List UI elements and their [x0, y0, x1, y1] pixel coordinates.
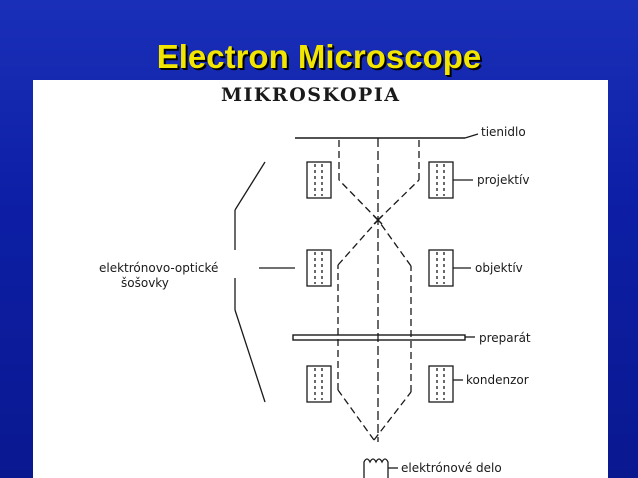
specimen-plate [292, 334, 475, 341]
objective-lens [306, 249, 471, 287]
microscope-diagram: MIKROSKOPIA tienidlo projektív objektív … [99, 84, 531, 478]
projective-lens [306, 161, 473, 199]
label-projective: projektív [477, 173, 529, 187]
crossover-mark [373, 215, 383, 225]
label-objective: objektív [475, 261, 523, 275]
label-lenses-line1: elektrónovo-optické [99, 261, 218, 275]
diagram-paper: MIKROSKOPIA tienidlo projektív objektív … [33, 80, 608, 478]
label-screen: tienidlo [481, 125, 526, 139]
label-condenser: kondenzor [466, 373, 529, 387]
diagram-heading: MIKROSKOPIA [221, 84, 400, 106]
label-specimen: preparát [479, 331, 531, 345]
label-gun: elektrónové delo [401, 461, 502, 475]
condenser-lens [306, 365, 463, 403]
beam-path [337, 138, 420, 441]
electron-gun-filament [363, 458, 398, 478]
label-lenses-line2: šošovky [121, 276, 169, 290]
screen-leader [464, 133, 479, 139]
lens-bracket [234, 161, 295, 403]
slide-title: Electron Microscope [156, 38, 482, 75]
